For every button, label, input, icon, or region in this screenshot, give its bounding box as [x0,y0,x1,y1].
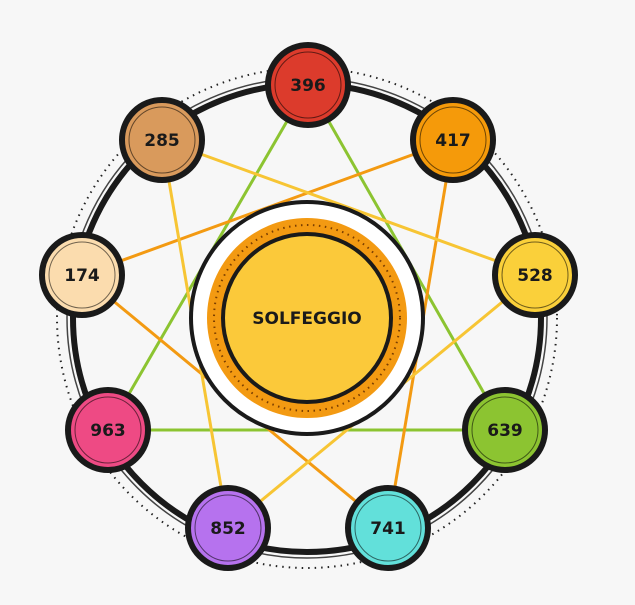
node-inner-ring [128,106,196,174]
node-inner-ring [419,106,487,174]
node-circle [492,232,578,318]
node-inner-ring [194,494,262,562]
node-circle [39,232,125,318]
node-label: 417 [435,131,471,151]
node-852: 852 [185,485,271,571]
node-963: 963 [65,387,151,473]
node-639: 639 [462,387,548,473]
node-label: 528 [517,266,553,286]
node-inner-ring [74,396,142,464]
node-396: 396 [265,42,351,128]
node-circle [65,387,151,473]
center-label: SOLFEGGIO [252,309,361,329]
node-417: 417 [410,97,496,183]
node-528: 528 [492,232,578,318]
node-174: 174 [39,232,125,318]
node-label: 639 [487,421,523,441]
frequency-nodes: 396 417 528 639 741 852 963 174 285 [39,42,578,571]
node-circle [119,97,205,183]
center-dotted-ring [213,224,401,412]
node-label: 174 [64,266,100,286]
node-label: 741 [370,519,406,539]
node-285: 285 [119,97,205,183]
node-circle [185,485,271,571]
node-inner-ring [274,51,342,119]
connection-line-2-5-8 [161,138,536,277]
node-inner-ring [354,494,422,562]
node-inner-ring [501,241,569,309]
node-inner-ring [471,396,539,464]
node-label: 852 [210,519,246,539]
node-circle [345,485,431,571]
node-label: 285 [144,131,180,151]
node-circle [265,42,351,128]
node-circle [462,387,548,473]
node-label: 396 [290,76,326,96]
node-741: 741 [345,485,431,571]
node-inner-ring [48,241,116,309]
node-label: 963 [90,421,126,441]
center-circle: SOLFEGGIO [189,200,425,436]
node-circle [410,97,496,183]
